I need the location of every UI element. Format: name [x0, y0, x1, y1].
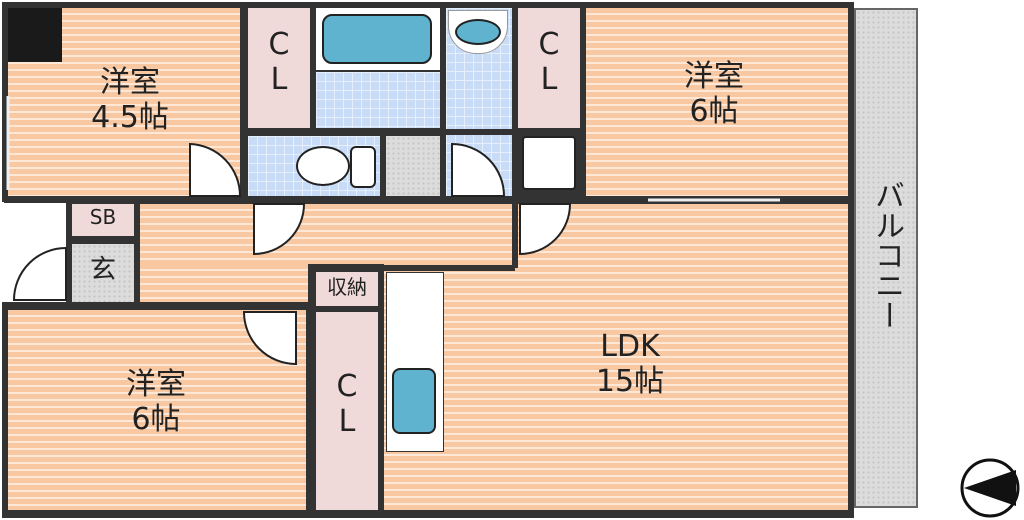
closet-1 [248, 8, 310, 128]
closet-c: C [538, 27, 560, 62]
balcony [854, 8, 918, 508]
hallway-lower [140, 264, 308, 302]
entrance [72, 244, 134, 302]
toilet-storage [386, 136, 440, 196]
room-name: 洋室 [100, 65, 160, 100]
washing-machine-icon [522, 136, 576, 190]
shoe-box-label: SB [89, 205, 117, 229]
entry-outside [0, 202, 70, 302]
room-name: 洋室 [684, 59, 744, 94]
bathtub-icon [322, 14, 432, 64]
room-size: 4.5帖 [91, 99, 169, 135]
bathroom-floor [316, 72, 440, 128]
ldk-upper [518, 204, 848, 268]
entrance-label: 玄 [89, 255, 116, 285]
closet-c: C [268, 27, 290, 62]
compass-icon [960, 458, 1020, 518]
room-size: 6帖 [689, 93, 739, 129]
storage [316, 272, 378, 306]
closet-l: L [270, 61, 288, 97]
closet-2 [518, 8, 580, 128]
sink-icon [448, 10, 508, 54]
toilet-icon [296, 146, 350, 186]
shoe-box [72, 204, 134, 236]
room-name: 洋室 [126, 367, 186, 402]
western-room-6-north [586, 8, 848, 196]
storage-label: 収納 [327, 275, 367, 299]
closet-l: L [338, 403, 356, 439]
closet-l: L [540, 61, 558, 97]
closet-3 [316, 312, 378, 510]
toilet-tank-icon [350, 146, 376, 188]
room-size: 15帖 [595, 363, 665, 399]
kitchen-sink-icon [392, 368, 436, 434]
closet-c: C [336, 369, 358, 404]
room-size: 6帖 [131, 401, 181, 437]
room-name: LDK [600, 329, 660, 364]
balcony-label: バルコニー [869, 180, 904, 330]
pillar [8, 8, 62, 62]
